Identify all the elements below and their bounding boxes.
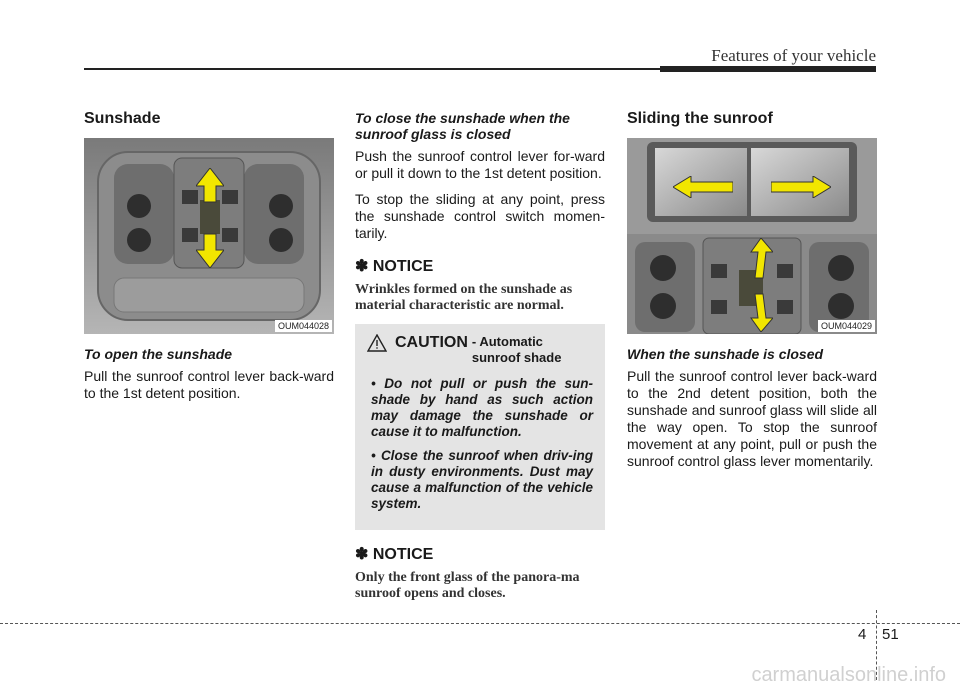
- page-divider: [876, 610, 877, 680]
- section-heading-sliding: Sliding the sunroof: [627, 110, 773, 127]
- caution-box: CAUTION - Automatic sunroof shade • Do n…: [355, 324, 605, 530]
- body-close-2: To stop the sliding at any point, press …: [355, 191, 605, 241]
- page-number: 51: [882, 626, 899, 643]
- body-close-1: Push the sunroof control lever for-ward …: [355, 148, 605, 181]
- subheading-open-sunshade: To open the sunshade: [84, 346, 233, 362]
- caution-item: • Do not pull or push the sun-shade by h…: [371, 376, 593, 439]
- subheading-close-sunshade: To close the sunshade when the sunroof g…: [355, 110, 570, 142]
- figure-code: OUM044029: [817, 320, 875, 332]
- figure-sunroof-console: OUM044029: [627, 138, 877, 334]
- arrow-up-down-icon: [196, 168, 224, 268]
- warning-triangle-icon: [367, 334, 387, 352]
- header-rule: [84, 68, 876, 70]
- notice-title-2: ✽ NOTICE: [355, 546, 434, 563]
- watermark: carmanualsonline.info: [751, 664, 946, 686]
- header-rule-accent: [660, 66, 876, 72]
- caution-word: CAUTION: [395, 334, 468, 351]
- overhead-console-illustration: [84, 138, 334, 334]
- body-open-sunshade: Pull the sunroof control lever back-ward…: [84, 368, 334, 401]
- arrow-left-icon: [673, 176, 733, 198]
- column-sliding-sunroof: Sliding the sunroof: [627, 110, 877, 479]
- column-sunshade: Sunshade OUM044028 To open the: [84, 110, 334, 411]
- caution-header: CAUTION - Automatic sunroof shade: [367, 334, 593, 366]
- chapter-number: 4: [858, 626, 867, 643]
- subheading-sunshade-closed: When the sunshade is closed: [627, 346, 824, 362]
- notice-text-1: Wrinkles formed on the sunshade as mater…: [355, 282, 573, 313]
- figure-sunshade-console: OUM044028: [84, 138, 334, 334]
- header-title: Features of your vehicle: [711, 46, 876, 65]
- notice-text-2: Only the front glass of the panora-ma su…: [355, 570, 580, 601]
- section-heading-sunshade: Sunshade: [84, 110, 161, 127]
- caution-list: • Do not pull or push the sun-shade by h…: [367, 376, 593, 512]
- curved-arrow-icon: [750, 238, 773, 332]
- caution-item: • Close the sunroof when driv-ing in dus…: [371, 448, 593, 511]
- footer-rule: [0, 623, 960, 624]
- notice-title-1: ✽ NOTICE: [355, 258, 434, 275]
- caution-subtitle: - Automatic sunroof shade: [471, 334, 562, 365]
- body-sliding: Pull the sunroof control lever back-ward…: [627, 368, 877, 469]
- column-close-sunshade: To close the sunshade when the sunroof g…: [355, 110, 605, 610]
- arrow-right-icon: [771, 176, 831, 198]
- figure-code: OUM044028: [274, 320, 332, 332]
